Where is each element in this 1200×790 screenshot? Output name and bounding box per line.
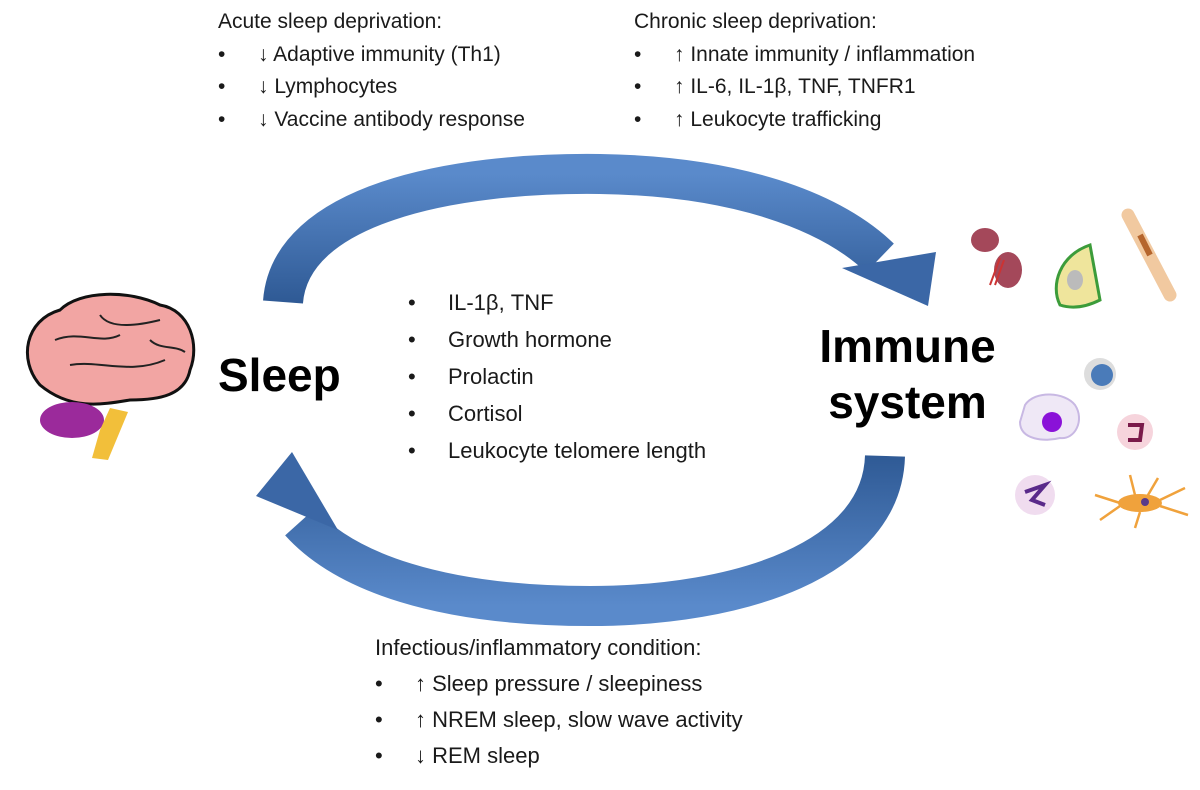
chronic-heading: Chronic sleep deprivation: <box>634 10 877 33</box>
macrophage-icon <box>1018 393 1080 441</box>
list-item: Growth hormone <box>408 321 706 358</box>
list-item: Cortisol <box>408 395 706 432</box>
lymphocyte-icon <box>1084 358 1116 390</box>
mediators-block: IL-1β, TNF Growth hormone Prolactin Cort… <box>408 284 706 469</box>
chronic-sleep-deprivation-block: Chronic sleep deprivation: ↑ Innate immu… <box>634 6 975 136</box>
list-item: Prolactin <box>408 358 706 395</box>
list-item: IL-1β, TNF <box>408 284 706 321</box>
list-item: ↓ REM sleep <box>375 738 743 774</box>
basophil-icon <box>1015 475 1055 515</box>
list-item: ↑ Innate immunity / inflammation <box>634 39 975 72</box>
immune-label-line2: system <box>828 376 987 428</box>
arrow-sleep-to-immune <box>263 153 936 306</box>
acute-heading: Acute sleep deprivation: <box>218 10 443 33</box>
acute-sleep-deprivation-block: Acute sleep deprivation: ↓ Adaptive immu… <box>218 6 525 136</box>
list-item: Leukocyte telomere length <box>408 432 706 469</box>
arrow-immune-to-sleep <box>256 452 905 627</box>
list-item: ↑ IL-6, IL-1β, TNF, TNFR1 <box>634 71 975 104</box>
immune-system-label: Immune system <box>800 318 1015 430</box>
dendritic-cell-icon <box>1094 474 1189 529</box>
list-item: ↑ Leukocyte trafficking <box>634 104 975 137</box>
list-item: ↓ Lymphocytes <box>218 71 525 104</box>
infectious-heading: Infectious/inflammatory condition: <box>375 635 702 660</box>
list-item: ↓ Adaptive immunity (Th1) <box>218 39 525 72</box>
spleen-icon <box>971 228 1022 288</box>
eosinophil-icon <box>1117 414 1153 450</box>
brain-icon <box>25 292 196 460</box>
immune-label-line1: Immune <box>819 320 996 372</box>
bone-icon <box>1121 208 1177 302</box>
sleep-label: Sleep <box>218 349 341 401</box>
infectious-condition-block: Infectious/inflammatory condition: ↑ Sle… <box>375 630 743 774</box>
list-item: ↑ NREM sleep, slow wave activity <box>375 702 743 738</box>
list-item: ↓ Vaccine antibody response <box>218 104 525 137</box>
plant-cell-icon <box>1054 243 1102 309</box>
list-item: ↑ Sleep pressure / sleepiness <box>375 666 743 702</box>
